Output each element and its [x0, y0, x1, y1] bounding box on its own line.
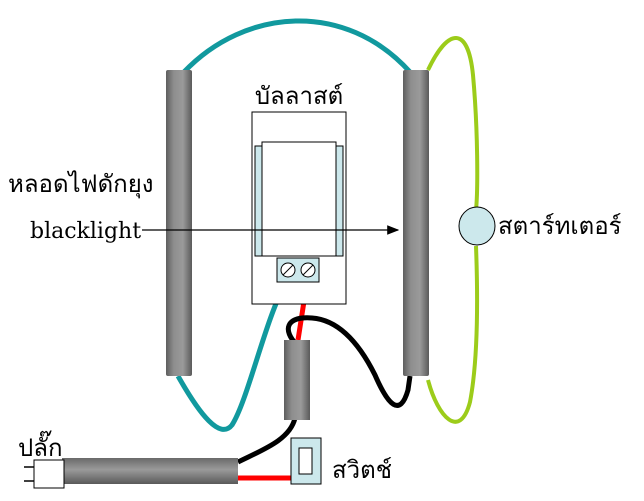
- screw-terminal-icon: [300, 262, 316, 278]
- ballast-coil: [261, 141, 337, 257]
- power-cord: [62, 458, 238, 484]
- lime-wire-starter: [426, 36, 480, 211]
- lime-wire-starter-lower: [426, 245, 480, 424]
- switch-label: สวิตช์: [332, 456, 392, 484]
- left-tube: [166, 70, 192, 376]
- starter-label: สตาร์ทเตอร์: [498, 212, 622, 240]
- tube-label: หลอดไฟดักยุง: [8, 170, 154, 199]
- blacklight-label: blacklight: [30, 219, 141, 244]
- black-wire-cord: [236, 417, 298, 465]
- ballast-label: บัลลาสต์: [255, 82, 343, 110]
- switch-toggle: [298, 447, 313, 475]
- plug-body: [33, 459, 65, 489]
- wire-splice-sleeve: [284, 340, 310, 420]
- screw-terminal-icon: [280, 262, 296, 278]
- plug-label: ปลั๊ก: [18, 430, 62, 462]
- teal-wire-top: [182, 18, 412, 74]
- black-wire-loop: [285, 315, 413, 408]
- starter: [458, 206, 496, 246]
- teal-wire-bottom: [175, 280, 289, 432]
- right-tube: [403, 70, 429, 376]
